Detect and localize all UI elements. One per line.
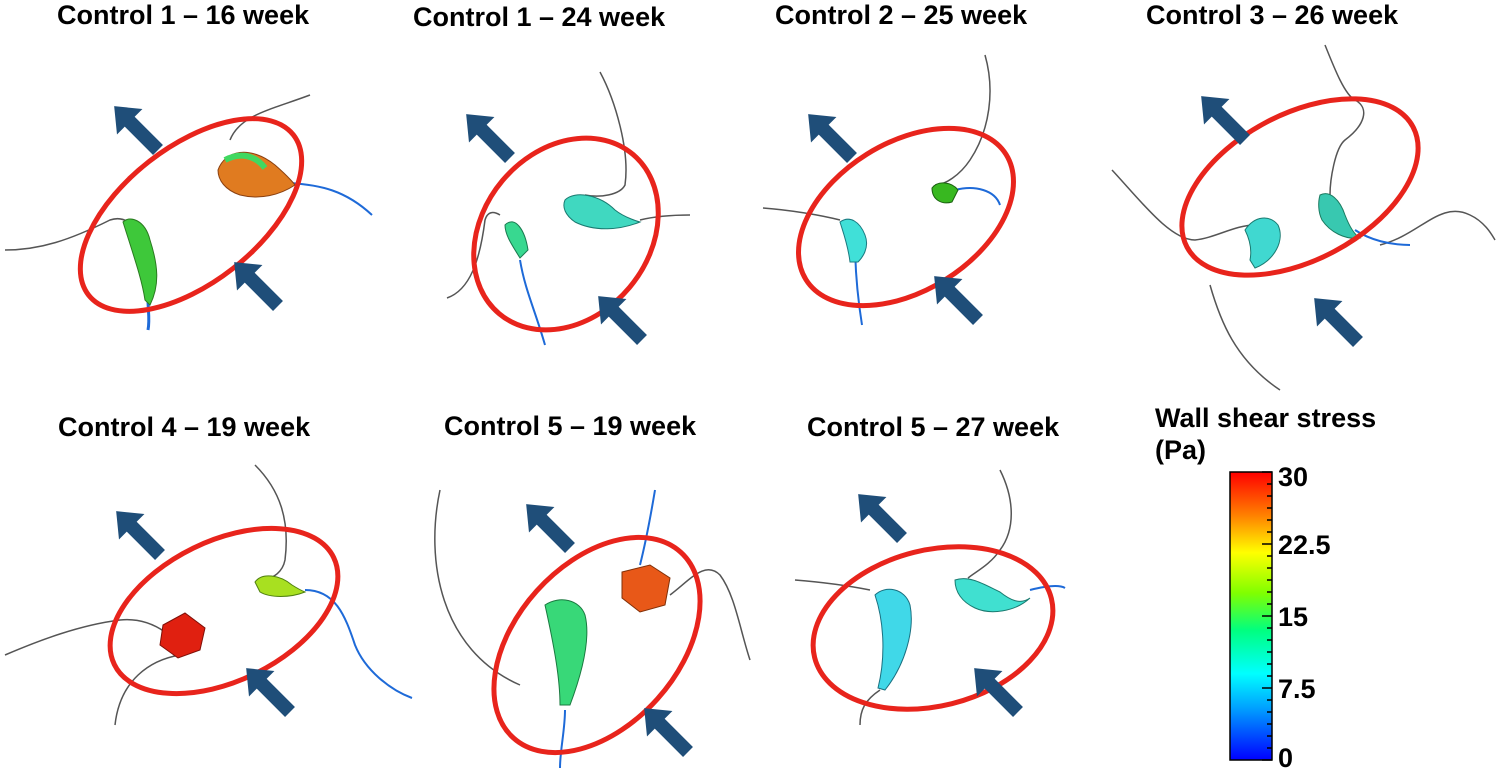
colorbar-tick-0: 0 — [1278, 743, 1294, 773]
colorbar-tick-marks — [1262, 471, 1272, 761]
panel-1-diagram — [4, 93, 373, 331]
flow-arrow — [1301, 285, 1371, 355]
funnel-shape — [544, 599, 588, 706]
vessel-line — [794, 579, 871, 591]
vessel-line — [669, 568, 751, 661]
flow-arrow — [1188, 83, 1258, 153]
vessel-line — [1324, 44, 1365, 196]
vessel-line — [229, 94, 311, 141]
panel-7-diagram — [794, 469, 1066, 726]
vessel-line — [4, 618, 166, 656]
flow-arrow — [961, 655, 1031, 725]
colorbar-tick-30: 30 — [1278, 462, 1309, 492]
highlight-ellipse — [796, 125, 1016, 309]
panel-5-diagram — [4, 464, 413, 726]
funnel-shape — [122, 218, 158, 306]
vessel-line — [1111, 169, 1256, 241]
funnel-shape — [954, 578, 1031, 613]
colorbar-title-line1: Wall shear stress — [1155, 403, 1377, 433]
colorbar-title: Wall shear stress (Pa) — [1155, 402, 1376, 467]
vessel-line — [934, 54, 991, 186]
highlight-ellipse — [491, 534, 703, 756]
panel-title-1: Control 1 – 16 week — [57, 0, 310, 30]
panel-title-2: Control 1 – 24 week — [413, 2, 666, 32]
flow-arrow — [631, 695, 701, 765]
funnel-shape — [504, 221, 529, 259]
vessel-line — [146, 299, 151, 331]
vessel-line — [967, 469, 1012, 579]
funnel-shape — [1244, 217, 1281, 269]
flow-arrow — [845, 481, 915, 551]
vessel-line — [519, 259, 546, 346]
vessel-line — [289, 182, 373, 216]
funnel-shape — [874, 588, 912, 691]
vessel-line — [584, 71, 627, 197]
vessel-line — [1354, 229, 1411, 246]
vessel-line — [1209, 284, 1281, 391]
highlight-ellipse — [77, 116, 305, 314]
vessel-line — [639, 489, 656, 566]
panel-title-4: Control 3 – 26 week — [1146, 0, 1399, 30]
flow-arrow — [513, 491, 583, 561]
funnel-shape — [931, 182, 959, 204]
panel-title-7: Control 5 – 27 week — [807, 412, 1060, 442]
panel-2-diagram — [446, 71, 691, 353]
vessel-line — [254, 464, 287, 583]
panel-4-diagram — [1111, 44, 1496, 391]
highlight-ellipse — [471, 135, 661, 333]
vessel-line — [4, 218, 141, 251]
vessel-line — [434, 489, 521, 686]
funnel-shape — [621, 564, 671, 613]
vessel-line — [954, 187, 1001, 206]
panel-title-3: Control 2 – 25 week — [775, 0, 1028, 30]
funnel-shape — [839, 218, 868, 263]
vessel-line — [639, 214, 691, 221]
vessel-line — [446, 211, 501, 299]
flow-arrow — [103, 498, 173, 568]
colorbar-tick-7-5: 7.5 — [1278, 674, 1316, 704]
panel-title-5: Control 4 – 19 week — [58, 412, 311, 442]
vessel-line — [1029, 584, 1066, 591]
flow-arrow — [221, 249, 291, 319]
highlight-ellipse — [1179, 96, 1421, 278]
vessel-line — [559, 709, 566, 769]
vessel-line — [304, 589, 413, 699]
colorbar-tick-22-5: 22.5 — [1278, 530, 1331, 560]
vessel-line — [114, 654, 181, 726]
panel-6-diagram — [434, 489, 751, 769]
funnel-shape — [254, 575, 307, 597]
funnel-shape — [159, 612, 206, 659]
colorbar-title-unit: (Pa) — [1155, 435, 1207, 466]
funnel-shape — [563, 194, 642, 230]
funnel-shape — [1318, 193, 1362, 239]
colorbar — [1229, 471, 1273, 761]
flow-arrow — [453, 101, 523, 171]
colorbar-tick-15: 15 — [1278, 602, 1309, 632]
highlight-ellipse — [810, 544, 1056, 712]
vessel-line — [1379, 210, 1496, 246]
vessel-line — [762, 207, 841, 221]
panel-title-6: Control 5 – 19 week — [444, 411, 697, 441]
panel-3-diagram — [762, 54, 1016, 333]
vessel-line — [859, 689, 881, 726]
